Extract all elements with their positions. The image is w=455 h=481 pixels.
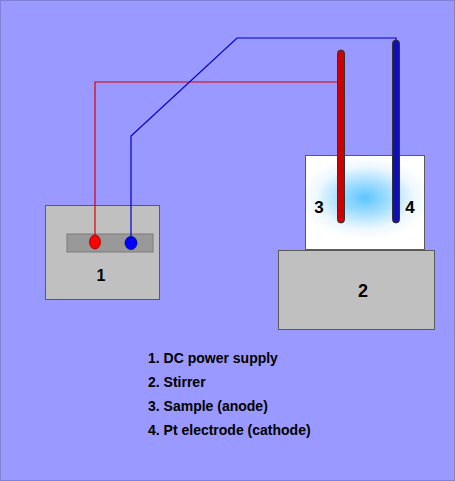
callout-number: 1 (97, 267, 106, 285)
positive-terminal (90, 235, 101, 249)
anode-electrode (338, 50, 345, 223)
text-holder: 3 (314, 199, 323, 218)
text-holder: 2 (358, 282, 368, 302)
callout-number: 3 (314, 199, 323, 218)
negative-terminal (125, 237, 137, 250)
beaker: 34 (305, 155, 425, 250)
stirrer-box: 2 (278, 250, 435, 330)
key-entry: 1. DC power supply (148, 346, 311, 370)
cathode-electrode (393, 40, 400, 223)
key-list: 1. DC power supply2. Stirrer3. Sample (a… (148, 346, 311, 442)
key-entry: 3. Sample (anode) (148, 394, 311, 418)
callout-number: 4 (405, 199, 414, 218)
terminal-strip (67, 234, 153, 252)
key-entry: 2. Stirrer (148, 370, 311, 394)
text-holder: 1 (97, 267, 106, 285)
blue-wire (131, 38, 396, 243)
text-holder: 4 (405, 199, 414, 218)
callout-number: 2 (358, 282, 368, 302)
red-wire (95, 52, 341, 242)
key-entry: 4. Pt electrode (cathode) (148, 418, 311, 442)
